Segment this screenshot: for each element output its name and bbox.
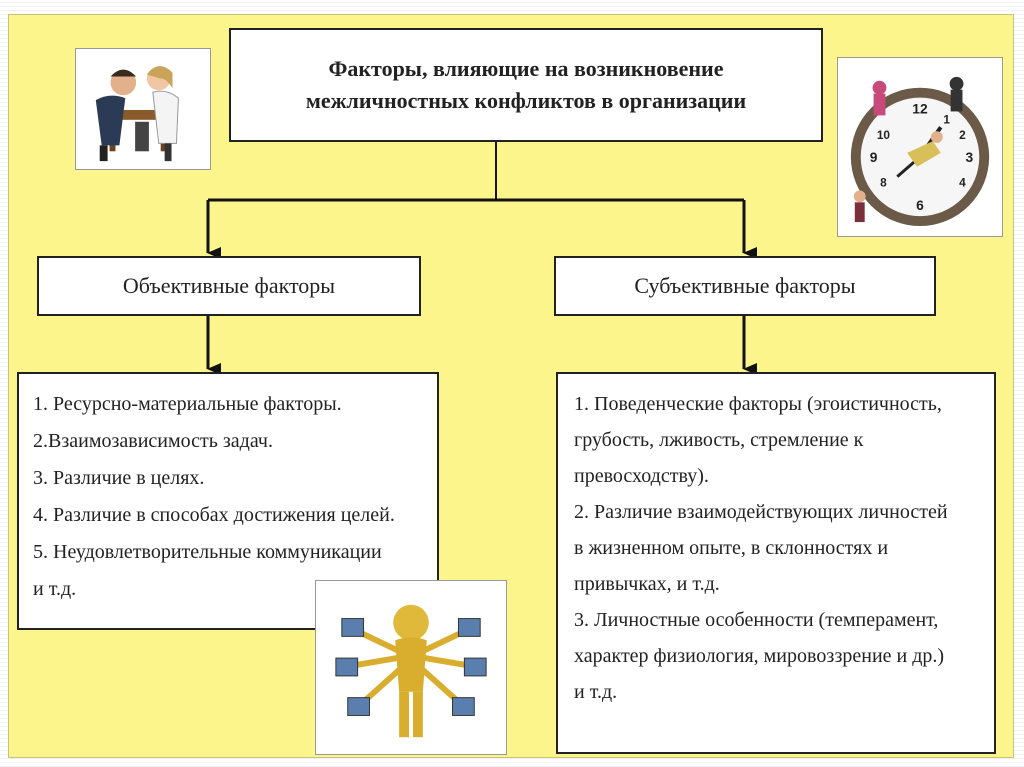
svg-text:1: 1	[943, 112, 950, 126]
objective-factors-heading: Объективные факторы	[37, 256, 421, 316]
svg-text:10: 10	[877, 128, 891, 142]
golden-figure-icon	[335, 604, 487, 738]
list-item: грубость, лживость, стремление к	[574, 429, 864, 451]
list-item: и т.д.	[33, 578, 77, 600]
arguing-people-icon	[95, 66, 179, 162]
arguing-people-image	[75, 48, 211, 170]
list-item: 2. Различие взаимодействующих личностей	[574, 501, 948, 523]
connector-lines	[206, 142, 757, 375]
list-item: в жизненном опыте, в склонностях и	[574, 537, 889, 559]
svg-text:8: 8	[880, 176, 887, 190]
list-item: 3. Различие в целях.	[33, 467, 205, 489]
list-item: 1. Поведенческие факторы (эгоистичность,	[574, 393, 942, 415]
list-item: 5. Неудовлетворительные коммуникации	[33, 541, 382, 563]
svg-text:12: 12	[912, 100, 928, 116]
svg-text:3: 3	[966, 149, 974, 165]
slide: Факторы, влияющие на возникновение межли…	[8, 14, 1014, 758]
list-item: 1. Ресурсно-материальные факторы.	[33, 393, 342, 415]
svg-text:4: 4	[959, 176, 966, 190]
subjective-factors-list: 1. Поведенческие факторы (эгоистичность,…	[556, 372, 996, 754]
svg-text:9: 9	[870, 149, 878, 165]
svg-text:2: 2	[959, 128, 966, 142]
list-item: 4. Различие в способах достижения целей.	[33, 504, 395, 526]
list-item: характер физиология, мировоззрение и др.…	[574, 645, 945, 667]
list-item: 2.Взаимозависимость задач.	[33, 430, 273, 452]
list-item: превосходству).	[574, 465, 709, 487]
svg-text:6: 6	[916, 197, 924, 213]
diagram-title: Факторы, влияющие на возникновение межли…	[229, 28, 823, 142]
list-item: 3. Личностные особенности (темперамент,	[574, 609, 939, 631]
list-item: привычках, и т.д.	[574, 573, 720, 595]
golden-figure-image	[315, 580, 507, 755]
clock-image: 12 3 6 9 1 2 4 10 8	[837, 57, 1003, 237]
clock-icon: 12 3 6 9 1 2 4 10 8	[850, 76, 990, 227]
subjective-factors-heading: Субъективные факторы	[554, 256, 936, 316]
list-item: и т.д.	[574, 681, 618, 703]
